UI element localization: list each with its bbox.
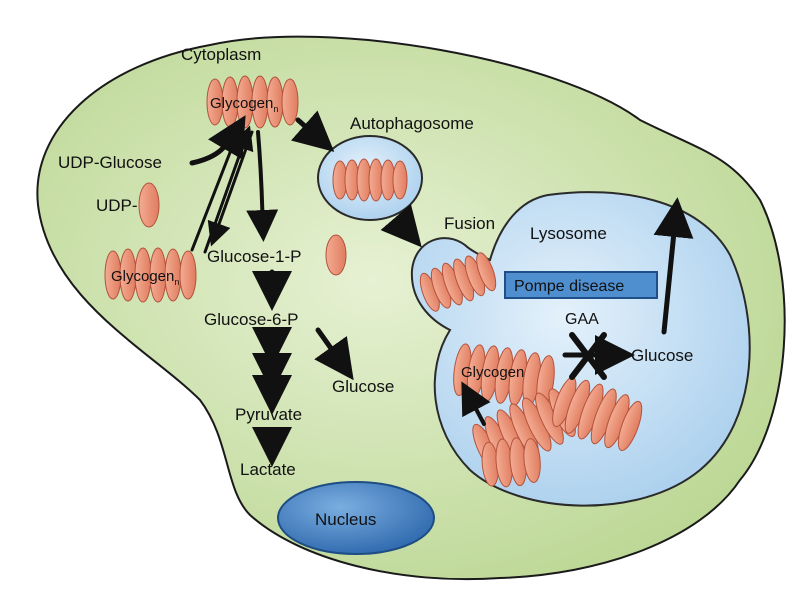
arrow-glycogen-to-autophagosome <box>291 110 335 152</box>
arrow-autophagosome-to-fusion <box>380 204 422 248</box>
label-nucleus: Nucleus <box>315 510 376 529</box>
label-lactate: Lactate <box>240 460 296 479</box>
glucose-1-p-oval <box>325 234 347 276</box>
glycogen-stack-top <box>206 75 299 129</box>
label-glucose-cytoplasm: Glucose <box>332 377 394 396</box>
label-autophagosome: Autophagosome <box>350 114 474 133</box>
arrow-glycogen-top-to-left <box>207 130 254 247</box>
arrow-g6p-to-glucose <box>314 327 354 381</box>
arrow-glucose-export <box>653 197 694 335</box>
glycogen-stack-autophagosome <box>332 158 408 202</box>
label-pompe-disease: Pompe disease <box>514 278 624 295</box>
label-udp-glucose: UDP-Glucose <box>58 153 162 172</box>
label-udp: UDP- <box>96 196 138 215</box>
label-glucose-lysosome: Glucose <box>631 346 693 365</box>
label-glucose-6-p: Glucose-6-P <box>204 310 298 329</box>
glycogen-stack-left <box>104 247 197 303</box>
label-glycogen-top-subscript: n <box>273 104 278 114</box>
pompe-disease-badge <box>504 271 658 299</box>
label-fusion: Fusion <box>444 214 495 233</box>
label-pyruvate: Pyruvate <box>235 405 302 424</box>
label-lysosome: Lysosome <box>530 224 607 243</box>
blocked-cross-icon <box>569 332 607 380</box>
label-glycogen-left-subscript: n <box>174 277 179 287</box>
glycogen-stack-fusion <box>419 252 497 312</box>
nucleus <box>277 481 435 555</box>
udp-glucose-oval <box>138 182 160 228</box>
arrow-glycogen-to-glucose-1-p <box>246 130 279 242</box>
label-cytoplasm: Cytoplasm <box>181 45 261 64</box>
arrow-glycogen-left-to-top-1 <box>190 123 244 252</box>
label-glycogen-lysosome: Glycogen <box>461 364 524 381</box>
arrow-glycogen-accumulation <box>461 381 491 426</box>
label-glucose-1-p: Glucose-1-P <box>207 247 301 266</box>
label-gaa: GAA <box>565 311 599 328</box>
label-glycogen-top: Glycogenn <box>210 95 278 114</box>
label-glycogen-left: Glycogenn <box>111 268 179 287</box>
